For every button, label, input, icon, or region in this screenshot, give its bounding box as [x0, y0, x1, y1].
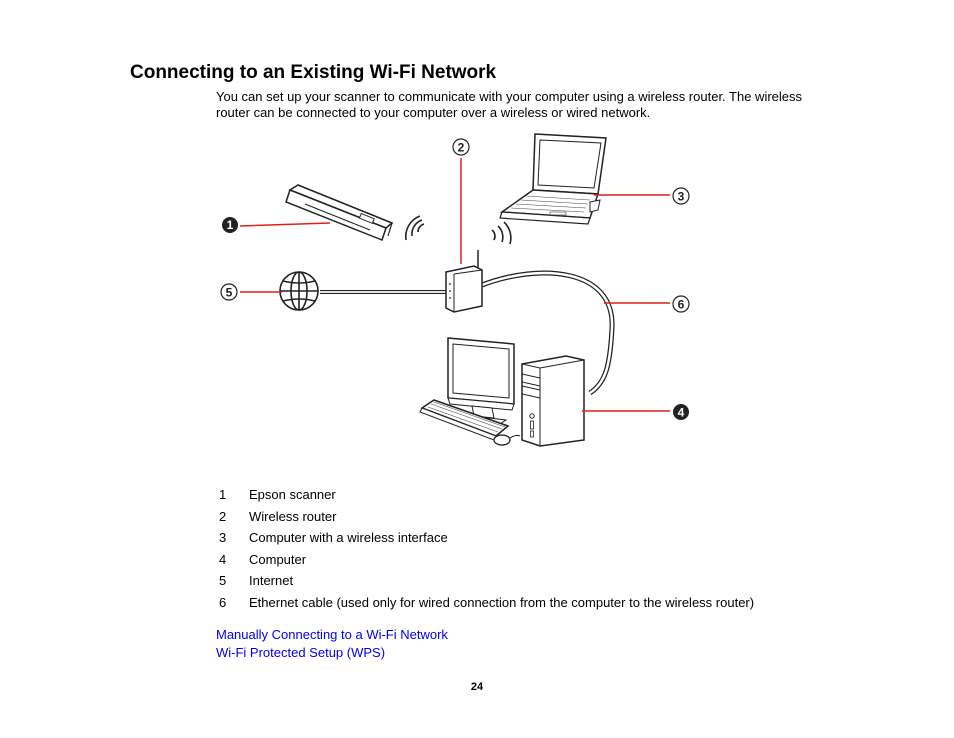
legend-number: 2 — [219, 508, 227, 524]
laptop-icon — [499, 133, 607, 225]
callout-2: 2 — [452, 138, 470, 156]
legend-number: 6 — [219, 594, 227, 610]
svg-text:2: 2 — [458, 141, 465, 155]
legend-number: 1 — [219, 487, 227, 503]
callout-3: 3 — [672, 187, 690, 205]
legend-number: 3 — [219, 530, 227, 546]
legend-item: 1 Epson scanner — [219, 484, 754, 506]
callout-5: 5 — [220, 283, 238, 301]
legend-label: Computer with a wireless interface — [249, 530, 448, 546]
desktop-tower-icon — [521, 355, 585, 447]
svg-text:3: 3 — [678, 190, 685, 204]
svg-text:5: 5 — [226, 286, 233, 300]
wifi-waves-left-icon — [404, 215, 425, 241]
legend-number: 4 — [219, 551, 227, 567]
callout-line-1 — [239, 222, 331, 227]
legend-label: Ethernet cable (used only for wired conn… — [249, 594, 755, 610]
legend-label: Epson scanner — [249, 487, 336, 503]
router-icon — [445, 250, 483, 313]
callout-1: 1 — [222, 217, 238, 233]
callout-4: 4 — [673, 404, 689, 420]
callout-6: 6 — [672, 295, 690, 313]
legend-label: Internet — [249, 573, 294, 589]
legend-item: 4 Computer — [219, 549, 754, 571]
legend-item: 3 Computer with a wireless interface — [219, 527, 754, 549]
network-diagram: 1 2 3 4 5 6 — [220, 133, 690, 447]
svg-text:6: 6 — [678, 298, 685, 312]
scanner-icon — [285, 184, 394, 241]
legend-label: Computer — [249, 551, 307, 567]
legend-label: Wireless router — [249, 508, 337, 524]
wifi-waves-right-icon — [491, 221, 512, 245]
link-wps[interactable]: Wi-Fi Protected Setup (WPS) — [216, 645, 386, 660]
legend-item: 5 Internet — [219, 570, 754, 592]
intro-paragraph: You can set up your scanner to communica… — [216, 89, 803, 120]
page-title: Connecting to an Existing Wi-Fi Network — [130, 62, 497, 83]
globe-icon — [279, 271, 319, 311]
legend-item: 6 Ethernet cable (used only for wired con… — [219, 592, 754, 614]
svg-text:1: 1 — [227, 218, 234, 232]
svg-text:4: 4 — [678, 406, 685, 420]
related-links: Manually Connecting to a Wi-Fi Network W… — [216, 626, 448, 662]
legend-item: 2 Wireless router — [219, 506, 754, 528]
page-number: 24 — [470, 681, 484, 693]
legend-number: 5 — [219, 573, 227, 589]
link-manually-connecting[interactable]: Manually Connecting to a Wi-Fi Network — [216, 627, 448, 642]
mouse-icon — [493, 434, 521, 446]
